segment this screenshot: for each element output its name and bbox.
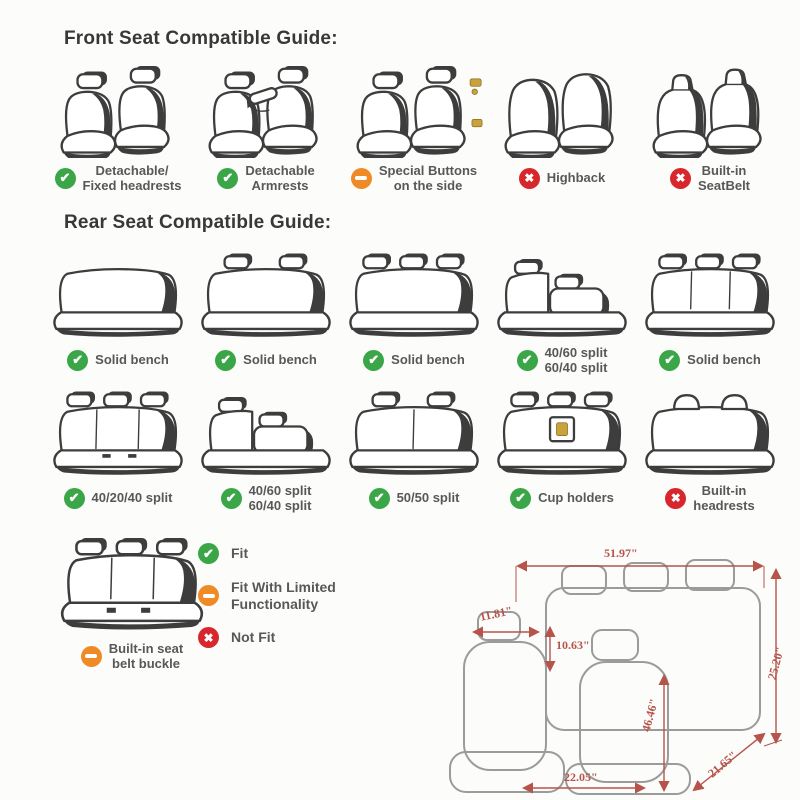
rear-guide-row-1: Solid bench Solid bench Solid bench bbox=[44, 248, 784, 377]
guide-item: Solid bench bbox=[340, 248, 488, 377]
front-guide-title: Front Seat Compatible Guide: bbox=[64, 28, 338, 49]
guide-item-label: Solid bench bbox=[243, 352, 317, 368]
dim-overall-width: 51.97" bbox=[604, 546, 638, 560]
dash-icon bbox=[350, 167, 372, 189]
check-icon bbox=[220, 487, 242, 509]
check-icon bbox=[516, 349, 538, 371]
cross-icon bbox=[198, 627, 219, 649]
bench-three-headrests-illustration bbox=[645, 252, 775, 338]
bench-cup-holders-illustration bbox=[497, 390, 627, 476]
guide-item-label: 40/60 split 60/40 split bbox=[248, 482, 312, 513]
front-guide-row: Detachable/ Fixed headrests Detachable A… bbox=[44, 66, 784, 195]
bucket-pair-detachable-headrests-illustration bbox=[60, 66, 170, 158]
guide-item-label: Built-in SeatBelt bbox=[697, 162, 751, 193]
guide-item-label: Solid bench bbox=[95, 352, 169, 368]
guide-item-label: Special Buttons on the side bbox=[378, 162, 478, 193]
check-icon bbox=[368, 487, 390, 509]
guide-item-label: Built-in headrests bbox=[693, 482, 755, 513]
guide-item: Solid bench bbox=[636, 248, 784, 377]
check-icon bbox=[54, 167, 76, 189]
bench-split-folded-illustration bbox=[201, 395, 331, 475]
guide-item: Detachable/ Fixed headrests bbox=[44, 66, 192, 195]
bench-belt-buckle-illustration bbox=[60, 536, 204, 631]
legend-item-fit: Fit bbox=[198, 543, 336, 564]
guide-item: 40/60 split 60/40 split bbox=[192, 386, 340, 515]
check-icon bbox=[198, 543, 219, 564]
guide-item: Detachable Armrests bbox=[192, 66, 340, 195]
dash-icon bbox=[80, 645, 102, 667]
guide-item-label: Highback bbox=[546, 170, 606, 186]
guide-item: Cup holders bbox=[488, 386, 636, 515]
bench-split-folded-illustration bbox=[497, 257, 627, 337]
bench-three-headrests-illustration bbox=[349, 252, 479, 338]
legend-label: Not Fit bbox=[231, 629, 276, 646]
rear-guide-title: Rear Seat Compatible Guide: bbox=[64, 212, 332, 233]
guide-item-label: Solid bench bbox=[687, 352, 761, 368]
dash-icon bbox=[198, 585, 219, 607]
guide-item-label: Solid bench bbox=[391, 352, 465, 368]
bucket-pair-highback-illustration bbox=[504, 73, 614, 158]
guide-item-label: Detachable Armrests bbox=[245, 162, 315, 193]
guide-item-label: Detachable/ Fixed headrests bbox=[82, 162, 182, 193]
cross-icon bbox=[665, 487, 687, 509]
guide-item: Built-in SeatBelt bbox=[636, 66, 784, 195]
guide-item-label: Cup holders bbox=[538, 490, 614, 506]
guide-item: Built-in headrests bbox=[636, 386, 784, 515]
check-icon bbox=[215, 349, 237, 371]
check-icon bbox=[659, 349, 681, 371]
check-icon bbox=[510, 487, 532, 509]
cross-icon bbox=[518, 167, 540, 189]
guide-item: Solid bench bbox=[192, 248, 340, 377]
bench-no-headrests-illustration bbox=[53, 268, 183, 338]
guide-item-label: Built-in seat belt buckle bbox=[108, 640, 184, 671]
size-diagram-drawing bbox=[449, 559, 783, 795]
guide-item: Built-in seat belt buckle bbox=[52, 532, 212, 673]
bench-40-20-40-illustration bbox=[53, 390, 183, 476]
guide-item: 40/60 split 60/40 split bbox=[488, 248, 636, 377]
bucket-pair-side-buttons-illustration bbox=[356, 66, 483, 158]
bench-two-headrests-illustration bbox=[201, 252, 331, 338]
bucket-pair-detachable-armrest-illustration bbox=[208, 66, 318, 158]
check-icon bbox=[217, 167, 239, 189]
dim-headrest-height: 10.63" bbox=[556, 638, 590, 652]
check-icon bbox=[67, 349, 89, 371]
bucket-pair-integrated-headrest-illustration bbox=[652, 68, 762, 158]
cross-icon bbox=[669, 167, 691, 189]
check-icon bbox=[363, 349, 385, 371]
legend-label: Fit With Limited Functionality bbox=[231, 579, 336, 612]
rear-guide-row-2: 40/20/40 split 40/60 split 60/40 split bbox=[44, 386, 784, 515]
legend-item-limited: Fit With Limited Functionality bbox=[198, 579, 336, 612]
guide-item-label: 40/60 split 60/40 split bbox=[544, 344, 608, 375]
guide-item: Highback bbox=[488, 66, 636, 195]
bench-integrated-headrests-illustration bbox=[645, 394, 775, 476]
legend-label: Fit bbox=[231, 545, 249, 562]
guide-item: 50/50 split bbox=[340, 386, 488, 515]
guide-item-label: 50/50 split bbox=[396, 490, 460, 506]
guide-item-label: 40/20/40 split bbox=[91, 490, 173, 506]
size-diagram: 51.97" 11.81" 10.63" 46.46" 25.20" 21.65… bbox=[428, 542, 796, 796]
legend: Fit Fit With Limited Functionality Not F… bbox=[198, 543, 336, 663]
dim-cushion-width: 22.05" bbox=[564, 770, 598, 784]
check-icon bbox=[63, 487, 85, 509]
guide-item: Special Buttons on the side bbox=[340, 66, 488, 195]
bench-fifty-fifty-illustration bbox=[349, 390, 479, 476]
guide-item: 40/20/40 split bbox=[44, 386, 192, 515]
legend-item-not-fit: Not Fit bbox=[198, 627, 336, 649]
guide-item: Solid bench bbox=[44, 248, 192, 377]
